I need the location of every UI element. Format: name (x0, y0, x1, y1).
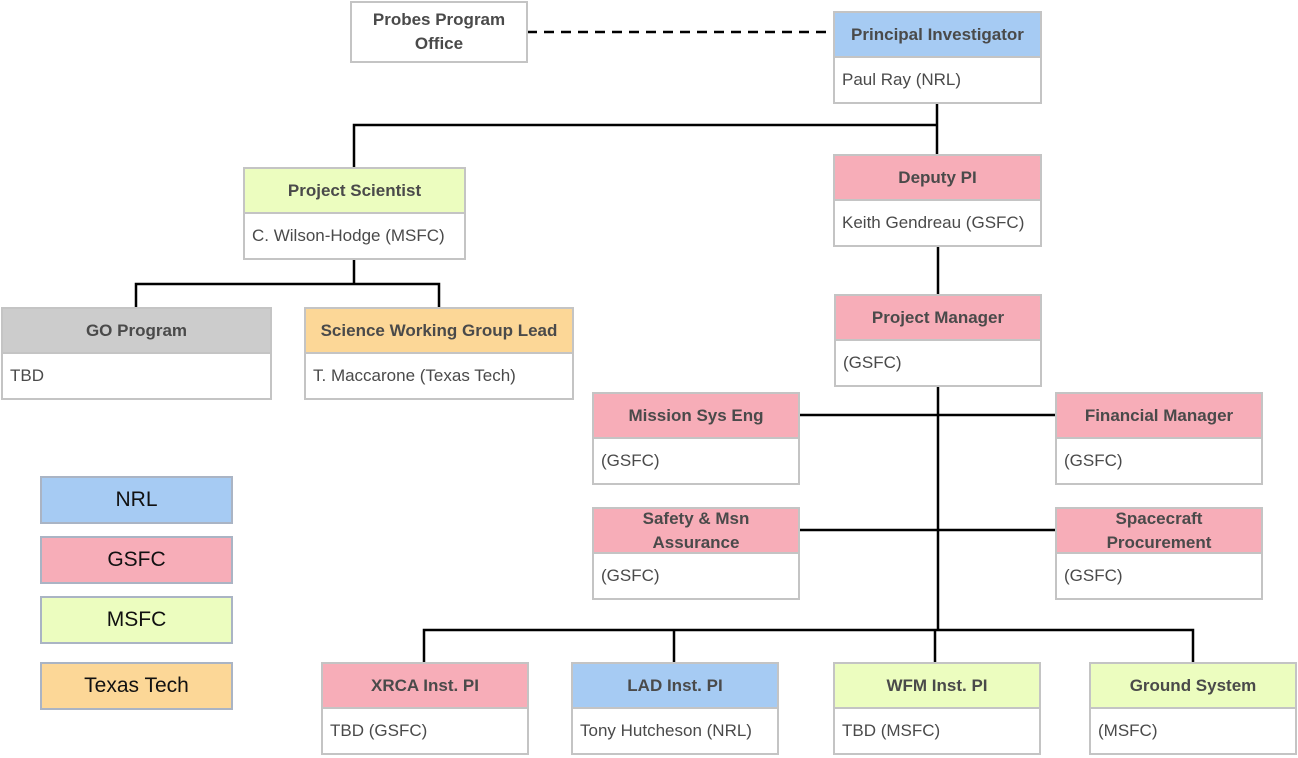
node-wfm-inst-pi: WFM Inst. PI TBD (MSFC) (833, 662, 1041, 755)
node-deputy-pi: Deputy PI Keith Gendreau (GSFC) (833, 154, 1042, 247)
node-person: Tony Hutcheson (NRL) (580, 720, 752, 740)
node-title: Science Working Group Lead (306, 309, 572, 354)
node-mission-sys-eng: Mission Sys Eng (GSFC) (592, 392, 800, 485)
node-probes-program-office: Probes Program Office (350, 1, 528, 63)
node-xrca-inst-pi: XRCA Inst. PI TBD (GSFC) (321, 662, 529, 755)
node-financial-manager: Financial Manager (GSFC) (1055, 392, 1263, 485)
node-person: TBD (10, 365, 44, 385)
node-principal-investigator: Principal Investigator Paul Ray (NRL) (833, 11, 1042, 104)
line-scientist-children (134, 260, 441, 307)
legend-gsfc: GSFC (40, 536, 233, 584)
node-person: (GSFC) (601, 565, 660, 585)
node-person: (GSFC) (1064, 565, 1123, 585)
node-title: Safety & Msn Assurance (594, 509, 798, 554)
node-person: Keith Gendreau (GSFC) (842, 212, 1025, 232)
node-person: (GSFC) (1064, 450, 1123, 470)
node-person: TBD (MSFC) (842, 720, 941, 740)
node-title: Principal Investigator (835, 13, 1040, 58)
node-title: Project Scientist (245, 169, 464, 214)
legend-texas-tech: Texas Tech (40, 662, 233, 710)
line-bottom-bus (422, 628, 1195, 662)
node-title: WFM Inst. PI (835, 664, 1039, 709)
node-lad-inst-pi: LAD Inst. PI Tony Hutcheson (NRL) (571, 662, 779, 755)
node-ground-system: Ground System (MSFC) (1089, 662, 1297, 755)
node-project-scientist: Project Scientist C. Wilson-Hodge (MSFC) (243, 167, 466, 260)
node-title: Project Manager (836, 296, 1040, 341)
node-title: LAD Inst. PI (573, 664, 777, 709)
node-title: Financial Manager (1057, 394, 1261, 439)
node-title: GO Program (3, 309, 270, 354)
node-go-program: GO Program TBD (1, 307, 272, 400)
legend-msfc: MSFC (40, 596, 233, 644)
node-person: C. Wilson-Hodge (MSFC) (252, 225, 445, 245)
node-title: Ground System (1091, 664, 1295, 709)
node-project-manager: Project Manager (GSFC) (834, 294, 1042, 387)
node-title: Deputy PI (835, 156, 1040, 201)
node-person: T. Maccarone (Texas Tech) (313, 365, 516, 385)
node-person: Paul Ray (NRL) (842, 69, 962, 89)
node-title: Mission Sys Eng (594, 394, 798, 439)
node-person: TBD (GSFC) (330, 720, 428, 740)
line-pi-to-scientist (352, 123, 937, 167)
legend-nrl: NRL (40, 476, 233, 524)
node-spacecraft-procurement: Spacecraft Procurement (GSFC) (1055, 507, 1263, 600)
node-person: (MSFC) (1098, 720, 1158, 740)
node-title: XRCA Inst. PI (323, 664, 527, 709)
node-science-working-group-lead: Science Working Group Lead T. Maccarone … (304, 307, 574, 400)
node-person: (GSFC) (843, 352, 902, 372)
node-person: (GSFC) (601, 450, 660, 470)
node-title: Spacecraft Procurement (1057, 509, 1261, 554)
node-safety-msn-assurance: Safety & Msn Assurance (GSFC) (592, 507, 800, 600)
node-title: Probes Program Office (372, 10, 506, 53)
